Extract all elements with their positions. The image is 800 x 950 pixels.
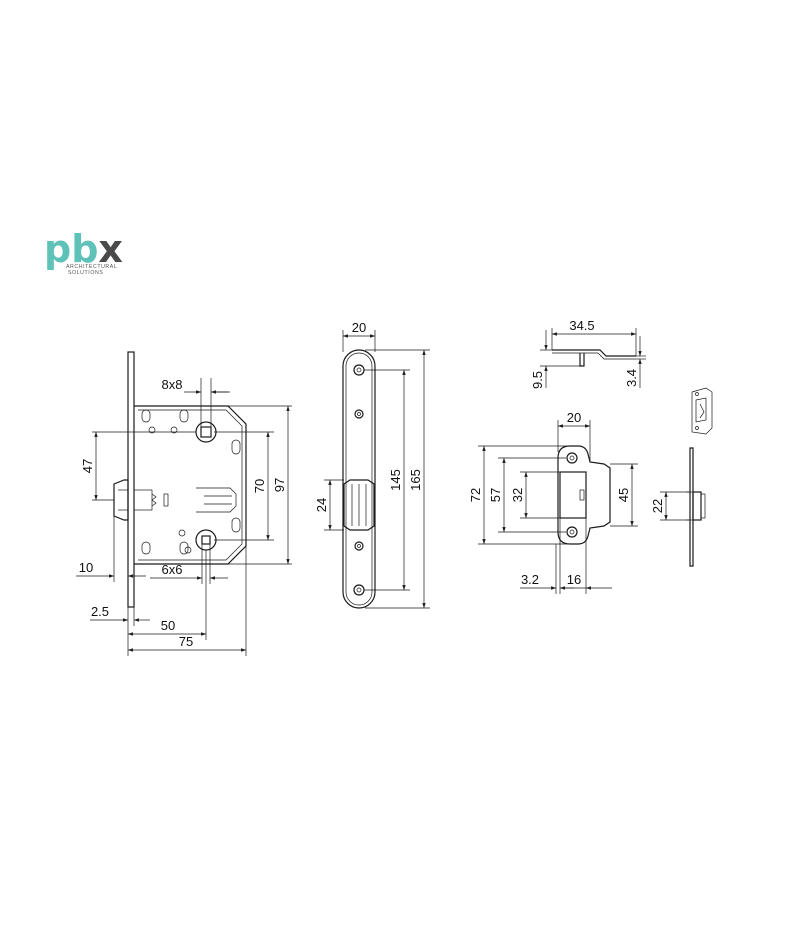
strike-profile-view: 22 <box>650 447 706 567</box>
dim-75: 75 <box>179 634 193 649</box>
dim-72: 72 <box>468 488 483 502</box>
dim-34-5: 34.5 <box>569 318 594 333</box>
dim-97: 97 <box>272 478 287 492</box>
strike-profile-plate <box>689 447 694 567</box>
strike-front-view: 20 72 57 32 45 3.2 16 <box>468 410 638 594</box>
latch-bolt <box>113 479 129 521</box>
dim-45: 45 <box>616 488 631 502</box>
dim-faceplate-20: 20 <box>352 320 366 335</box>
dim-50: 50 <box>161 618 175 633</box>
strike-iso-icon <box>691 387 713 435</box>
dim-strike-20: 20 <box>567 410 581 425</box>
dim-165: 165 <box>408 469 423 491</box>
lock-body-view: 8x8 47 70 97 10 6x6 2.5 <box>76 351 292 656</box>
square-6x6 <box>201 535 211 545</box>
dim-8x8: 8x8 <box>162 377 183 392</box>
dim-9-5: 9.5 <box>530 371 545 389</box>
latch-window <box>343 479 375 531</box>
dim-24: 24 <box>314 498 329 512</box>
strike-plate-outline <box>557 445 611 545</box>
strike-side-view: 34.5 9.5 3.4 <box>530 318 646 389</box>
strike-side-profile <box>552 349 636 357</box>
faceplate-outline <box>342 349 376 609</box>
pbx-logo: pbx ARCHITECTURAL SOLUTIONS <box>44 227 123 276</box>
logo-line2: SOLUTIONS <box>68 270 103 276</box>
dim-3-4: 3.4 <box>624 369 639 387</box>
dim-47: 47 <box>80 459 95 473</box>
logo-wordmark: pbx <box>44 227 123 271</box>
faceplate-front-view: 20 24 145 165 <box>314 320 430 609</box>
square-8x8 <box>200 426 212 438</box>
strike-opening <box>559 471 587 519</box>
dim-3-2: 3.2 <box>521 572 539 587</box>
dim-70: 70 <box>252 479 267 493</box>
dim-57: 57 <box>488 488 503 502</box>
dim-22: 22 <box>650 499 665 513</box>
follower-hub-bottom <box>195 529 217 551</box>
lock-case <box>134 405 247 565</box>
dim-6x6: 6x6 <box>162 562 183 577</box>
dim-10: 10 <box>79 560 93 575</box>
logo-line1: ARCHITECTURAL <box>66 264 117 270</box>
dim-16: 16 <box>567 572 581 587</box>
dim-32: 32 <box>510 488 525 502</box>
dim-2-5: 2.5 <box>91 604 109 619</box>
follower-hub-top <box>195 421 217 443</box>
dim-145: 145 <box>388 469 403 491</box>
lock-faceplate <box>127 351 135 608</box>
